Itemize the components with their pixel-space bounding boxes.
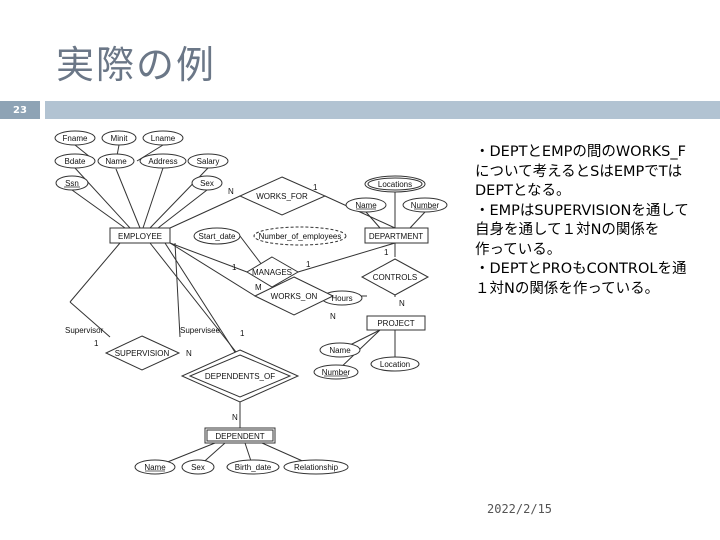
attr-salary (187, 153, 229, 169)
label-proj-name: Name (329, 346, 351, 355)
card-dependents-1: 1 (240, 329, 245, 338)
label-dep-name: Name (144, 463, 166, 472)
attr-relationship (283, 459, 349, 475)
bullet-line: ・DEPTとEMPの間のWORKS_F (475, 144, 686, 160)
label-number-of-employees: Number_of_employees (259, 232, 342, 241)
bullet-line: DEPTとなる。 (475, 183, 571, 199)
label-department: DEPARTMENT (369, 232, 423, 241)
attr-birth-date (226, 459, 280, 475)
header-bar (45, 101, 720, 119)
bullet-line: １対Nの関係を作っている。 (475, 280, 660, 297)
bullet-line: 作っている。 (475, 241, 562, 258)
label-proj-number: Number (322, 368, 351, 377)
card-dependents-n: N (232, 413, 238, 422)
attr-location (370, 356, 420, 372)
entity-department (364, 227, 429, 244)
card-controls-1: 1 (384, 248, 389, 257)
label-works-for: WORKS_FOR (256, 192, 308, 201)
card-works-on-m: M (255, 283, 262, 292)
label-name: Name (105, 157, 127, 166)
slide-title: 実際の例 (56, 43, 217, 87)
rel-controls (360, 258, 430, 296)
attr-name (97, 153, 135, 169)
attr-fname (54, 130, 96, 146)
attr-minit (101, 130, 137, 146)
label-fname: Fname (63, 134, 88, 143)
role-supervisor: Supervisor (65, 326, 104, 335)
card-manages-1b: 1 (306, 260, 311, 269)
label-works-on: WORKS_ON (271, 292, 318, 301)
bullet-line: ・DEPTとPROもCONTROLを通 (475, 261, 687, 277)
label-dept-number: Number (411, 201, 440, 210)
label-birth-date: Birth_date (235, 463, 272, 472)
page-number: 23 (0, 101, 40, 119)
bullet-text: ・DEPTとEMPの間のWORKS_F について考えるとSはEMPでTは DEP… (475, 143, 720, 299)
label-supervision: SUPERVISION (115, 349, 170, 358)
label-dependents-of: DEPENDENTS_OF (205, 372, 275, 381)
attr-proj-name (319, 342, 361, 358)
attr-start-date (193, 227, 241, 245)
label-hours: Hours (331, 294, 352, 303)
card-supervision-1: 1 (94, 339, 99, 348)
label-dept-name: Name (355, 201, 377, 210)
label-dependent: DEPENDENT (215, 432, 264, 441)
attr-dept-name (345, 197, 387, 213)
label-relationship: Relationship (294, 463, 339, 472)
rel-works-for (238, 176, 327, 216)
bullet-line: ・EMPはSUPERVISIONを通して (475, 202, 689, 219)
attr-bdate (54, 153, 96, 169)
rel-supervision (104, 335, 181, 371)
attr-dept-number (402, 197, 448, 213)
role-supervisee: Supervisee (180, 326, 221, 335)
card-controls-n: N (399, 299, 405, 308)
label-lname: Lname (151, 134, 176, 143)
bullet-line: 自身を通して１対Nの関係を (475, 222, 660, 238)
rel-manages (246, 256, 300, 288)
label-project: PROJECT (377, 319, 414, 328)
entity-employee (109, 227, 171, 244)
label-employee: EMPLOYEE (118, 232, 162, 241)
card-works-for-1: 1 (313, 183, 318, 192)
label-bdate: Bdate (65, 157, 86, 166)
attr-ssn (55, 175, 89, 191)
label-salary: Salary (197, 157, 220, 166)
label-dep-sex: Sex (191, 463, 205, 472)
label-manages: MANAGES (252, 268, 292, 277)
attr-dep-name (134, 459, 176, 475)
entity-project (366, 315, 426, 331)
attr-sex (191, 175, 223, 191)
attr-dep-sex (181, 459, 215, 475)
label-location: Location (380, 360, 410, 369)
card-manages-1a: 1 (232, 263, 237, 272)
label-address: Address (148, 157, 177, 166)
card-supervision-n: N (186, 349, 192, 358)
rel-works-on (253, 276, 335, 316)
card-works-on-n: N (330, 312, 336, 321)
label-ssn: Ssn (65, 179, 79, 188)
label-minit: Minit (111, 134, 129, 143)
attr-lname (142, 130, 184, 146)
attr-number-of-employees (253, 226, 347, 246)
attr-address (139, 153, 187, 169)
label-locations: Locations (378, 180, 412, 189)
card-works-for-n: N (228, 187, 234, 196)
footer-date: 2022/2/15 (487, 502, 553, 516)
label-start-date: Start_date (199, 232, 236, 241)
bullet-line: について考えるとSはEMPでTは (475, 163, 683, 180)
label-sex: Sex (200, 179, 214, 188)
attr-proj-number (313, 364, 359, 380)
label-controls: CONTROLS (373, 273, 417, 282)
